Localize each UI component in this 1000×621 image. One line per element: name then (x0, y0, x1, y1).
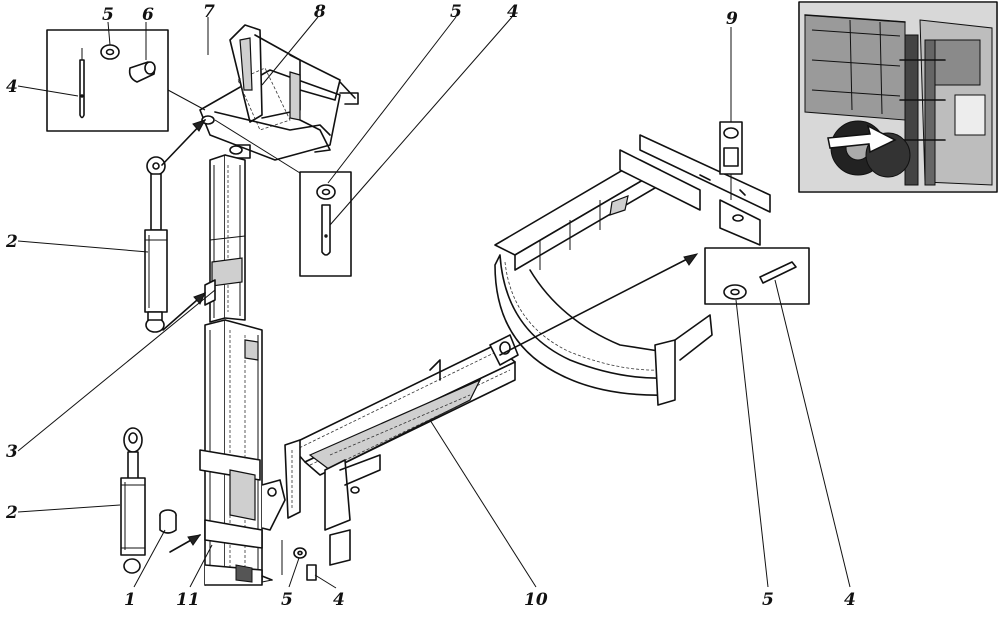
assembly-arrows (161, 119, 699, 583)
callout-labels: 5 6 7 8 5 4 9 4 2 3 2 1 11 5 4 10 5 4 (5, 2, 856, 610)
detail-box-middle (299, 171, 352, 277)
leader-lines (17, 16, 851, 589)
pin-1 (159, 509, 177, 534)
detail-box-top-left (46, 29, 169, 132)
callout-4-bottom: 4 (333, 590, 345, 610)
hydraulic-cylinder-upper (144, 156, 168, 333)
callout-5-bottom-right: 5 (762, 590, 774, 610)
callout-5-top-mid: 5 (450, 2, 462, 22)
hydraulic-cylinder-lower (120, 427, 146, 574)
washer-pin-bottom (281, 540, 317, 581)
callout-2-lower: 2 (5, 503, 18, 523)
callout-4-top-mid: 4 (507, 2, 519, 22)
callout-3: 3 (6, 442, 18, 462)
callout-8: 8 (313, 2, 326, 22)
callout-9: 9 (726, 9, 738, 29)
callout-5-bottom: 5 (281, 590, 293, 610)
callout-1: 1 (124, 590, 136, 610)
mast-lower-section (199, 319, 286, 586)
callout-4-bottom-right: 4 (844, 590, 856, 610)
rear-frame (494, 134, 771, 406)
callout-4-left: 4 (6, 77, 18, 97)
callout-10: 10 (524, 590, 548, 610)
callout-7: 7 (203, 2, 215, 22)
boom-arm (284, 334, 519, 566)
callout-2-upper: 2 (5, 232, 18, 252)
top-mount-bracket (199, 24, 359, 161)
callout-5-top-left: 5 (102, 5, 114, 25)
vehicle-inset (798, 1, 998, 193)
callout-6: 6 (142, 5, 154, 25)
detail-box-right (704, 247, 810, 305)
callout-11: 11 (176, 590, 200, 610)
mast-upper-section (204, 154, 246, 323)
